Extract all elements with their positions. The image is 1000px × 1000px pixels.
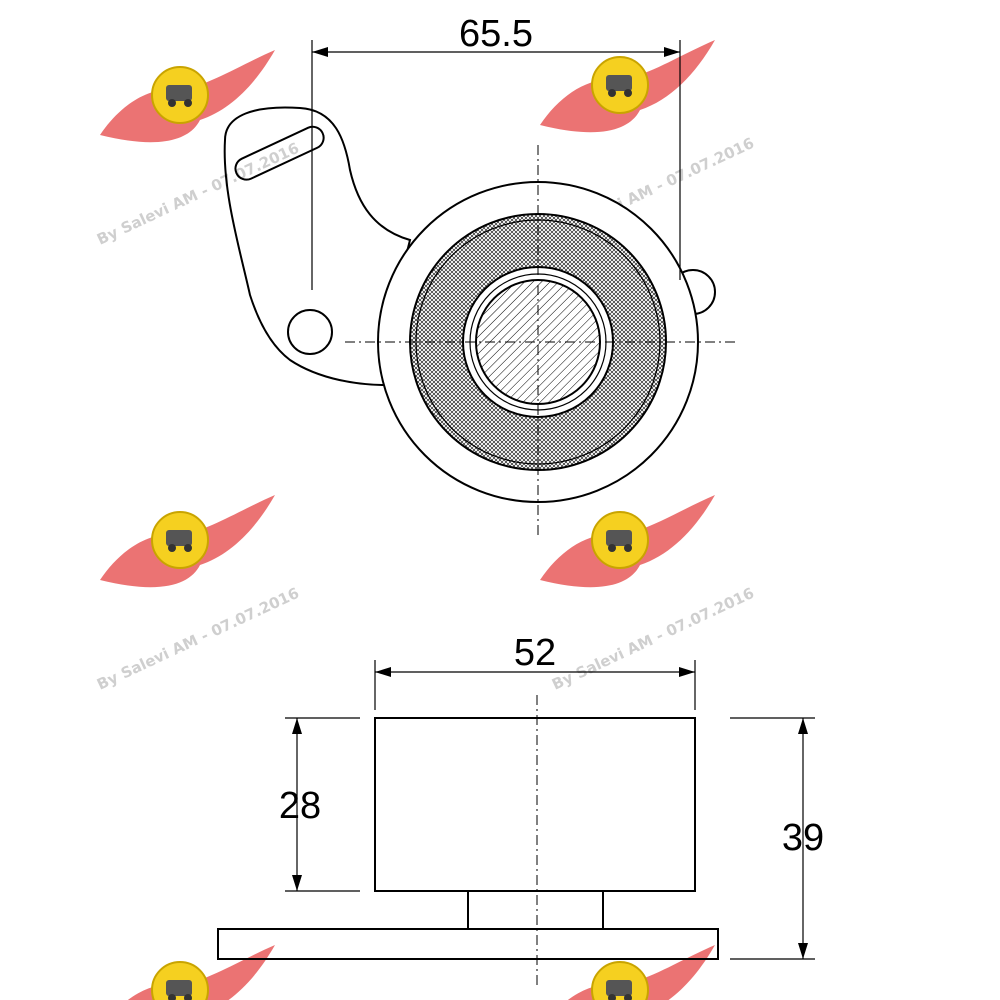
dimension-right-height-label: 39	[782, 817, 824, 859]
mounting-hole	[287, 309, 333, 355]
tensioner-top-view	[223, 106, 738, 535]
watermark-credit-4: By Salevi AM - 07.07.2016	[549, 584, 757, 694]
tensioner-side-view	[217, 695, 719, 985]
dimension-top-width: 65.5	[311, 13, 681, 290]
dimension-left-height: 28	[279, 717, 360, 892]
dimension-bottom-width-label: 52	[514, 632, 556, 674]
watermark-logo-2	[539, 39, 716, 134]
watermark-credit-3: By Salevi AM - 07.07.2016	[94, 584, 302, 694]
watermark-logo-6	[539, 944, 716, 1000]
watermark-credit-1: By Salevi AM - 07.07.2016	[94, 139, 302, 249]
watermark-logo-5	[99, 944, 276, 1000]
dimension-top-width-label: 65.5	[459, 13, 533, 55]
dimension-left-height-label: 28	[279, 785, 321, 827]
watermark-logo-1	[99, 49, 276, 144]
watermark-logo-3	[99, 494, 276, 589]
pulley-body	[374, 717, 696, 892]
dimension-right-height: 39	[730, 717, 824, 960]
shaft-neck	[467, 890, 604, 930]
adjustment-slot	[234, 125, 325, 181]
watermark-logo-4	[539, 494, 716, 589]
base-plate	[217, 928, 719, 960]
dimension-bottom-width: 52	[374, 632, 696, 710]
